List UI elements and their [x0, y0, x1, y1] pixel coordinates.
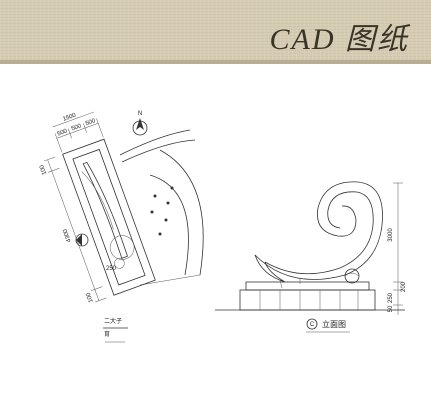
plan-dim-left-line [47, 159, 100, 301]
sculpture-plan-curve [81, 171, 114, 230]
section-symbol: 二大子 育 [103, 317, 128, 343]
plan-dim-top-line [56, 122, 99, 139]
elevation-label-text: 立面图 [322, 319, 346, 329]
sculpture-tail [254, 254, 286, 283]
elev-dim-250: 250 [388, 292, 394, 303]
plan-arc-4 [159, 149, 204, 276]
sculpture-plan-circle [109, 235, 135, 260]
plan-dots [150, 186, 174, 236]
elevation-view: 3000 200 250 50 C 立面图 [215, 181, 407, 333]
sculpture-supports [279, 278, 301, 289]
section-marker-fill [76, 234, 82, 246]
elev-dim-200: 200 [401, 281, 407, 292]
plan-dim-4300: 4300 [62, 227, 72, 242]
plan-dim-100-bottom: 100 [86, 291, 95, 303]
plan-dim-250: 250 [106, 266, 117, 272]
elev-dim-50: 50 [388, 305, 394, 312]
plan-base-inner [72, 148, 146, 286]
elev-dim-3000: 3000 [388, 228, 394, 242]
plinth-joints [259, 290, 359, 310]
sculpture-sphere [344, 268, 360, 284]
sculpture-plan-ball [114, 258, 125, 269]
elevation-label: C 立面图 [306, 318, 350, 333]
plan-view: 1500 500 500 500 100 4300 100 250 N [39, 111, 204, 343]
plan-dim-500b: 500 [71, 123, 83, 132]
title-banner [0, 0, 431, 60]
sculpture-spiral-outer [254, 181, 383, 280]
elevation-dims: 3000 200 250 50 [388, 182, 407, 315]
sculpture-sphere-band [344, 272, 360, 277]
sculpture-spiral-inner [264, 191, 374, 275]
north-arrow: N [132, 111, 148, 136]
banner-divider [0, 60, 431, 64]
plan-arc-2 [121, 139, 196, 163]
north-label: N [138, 111, 142, 117]
plan-arc-3 [149, 174, 189, 276]
plan-dim-1500: 1500 [62, 112, 77, 122]
plan-base-outer [62, 138, 156, 296]
plan-dim-500c: 500 [85, 118, 97, 127]
elevation-label-symbol: C [310, 322, 315, 328]
plan-dim-500a: 500 [57, 128, 69, 137]
plan-dim-100-top: 100 [39, 163, 48, 175]
plan-edge [139, 274, 201, 286]
sculpture-plan-shape [82, 161, 128, 259]
plan-arc-1 [119, 129, 191, 156]
section-sub-text: 育 [104, 330, 110, 338]
section-mark-text: 二大子 [104, 317, 122, 325]
plinth-cap [245, 281, 370, 291]
page-title: CAD 图纸 [269, 23, 409, 56]
